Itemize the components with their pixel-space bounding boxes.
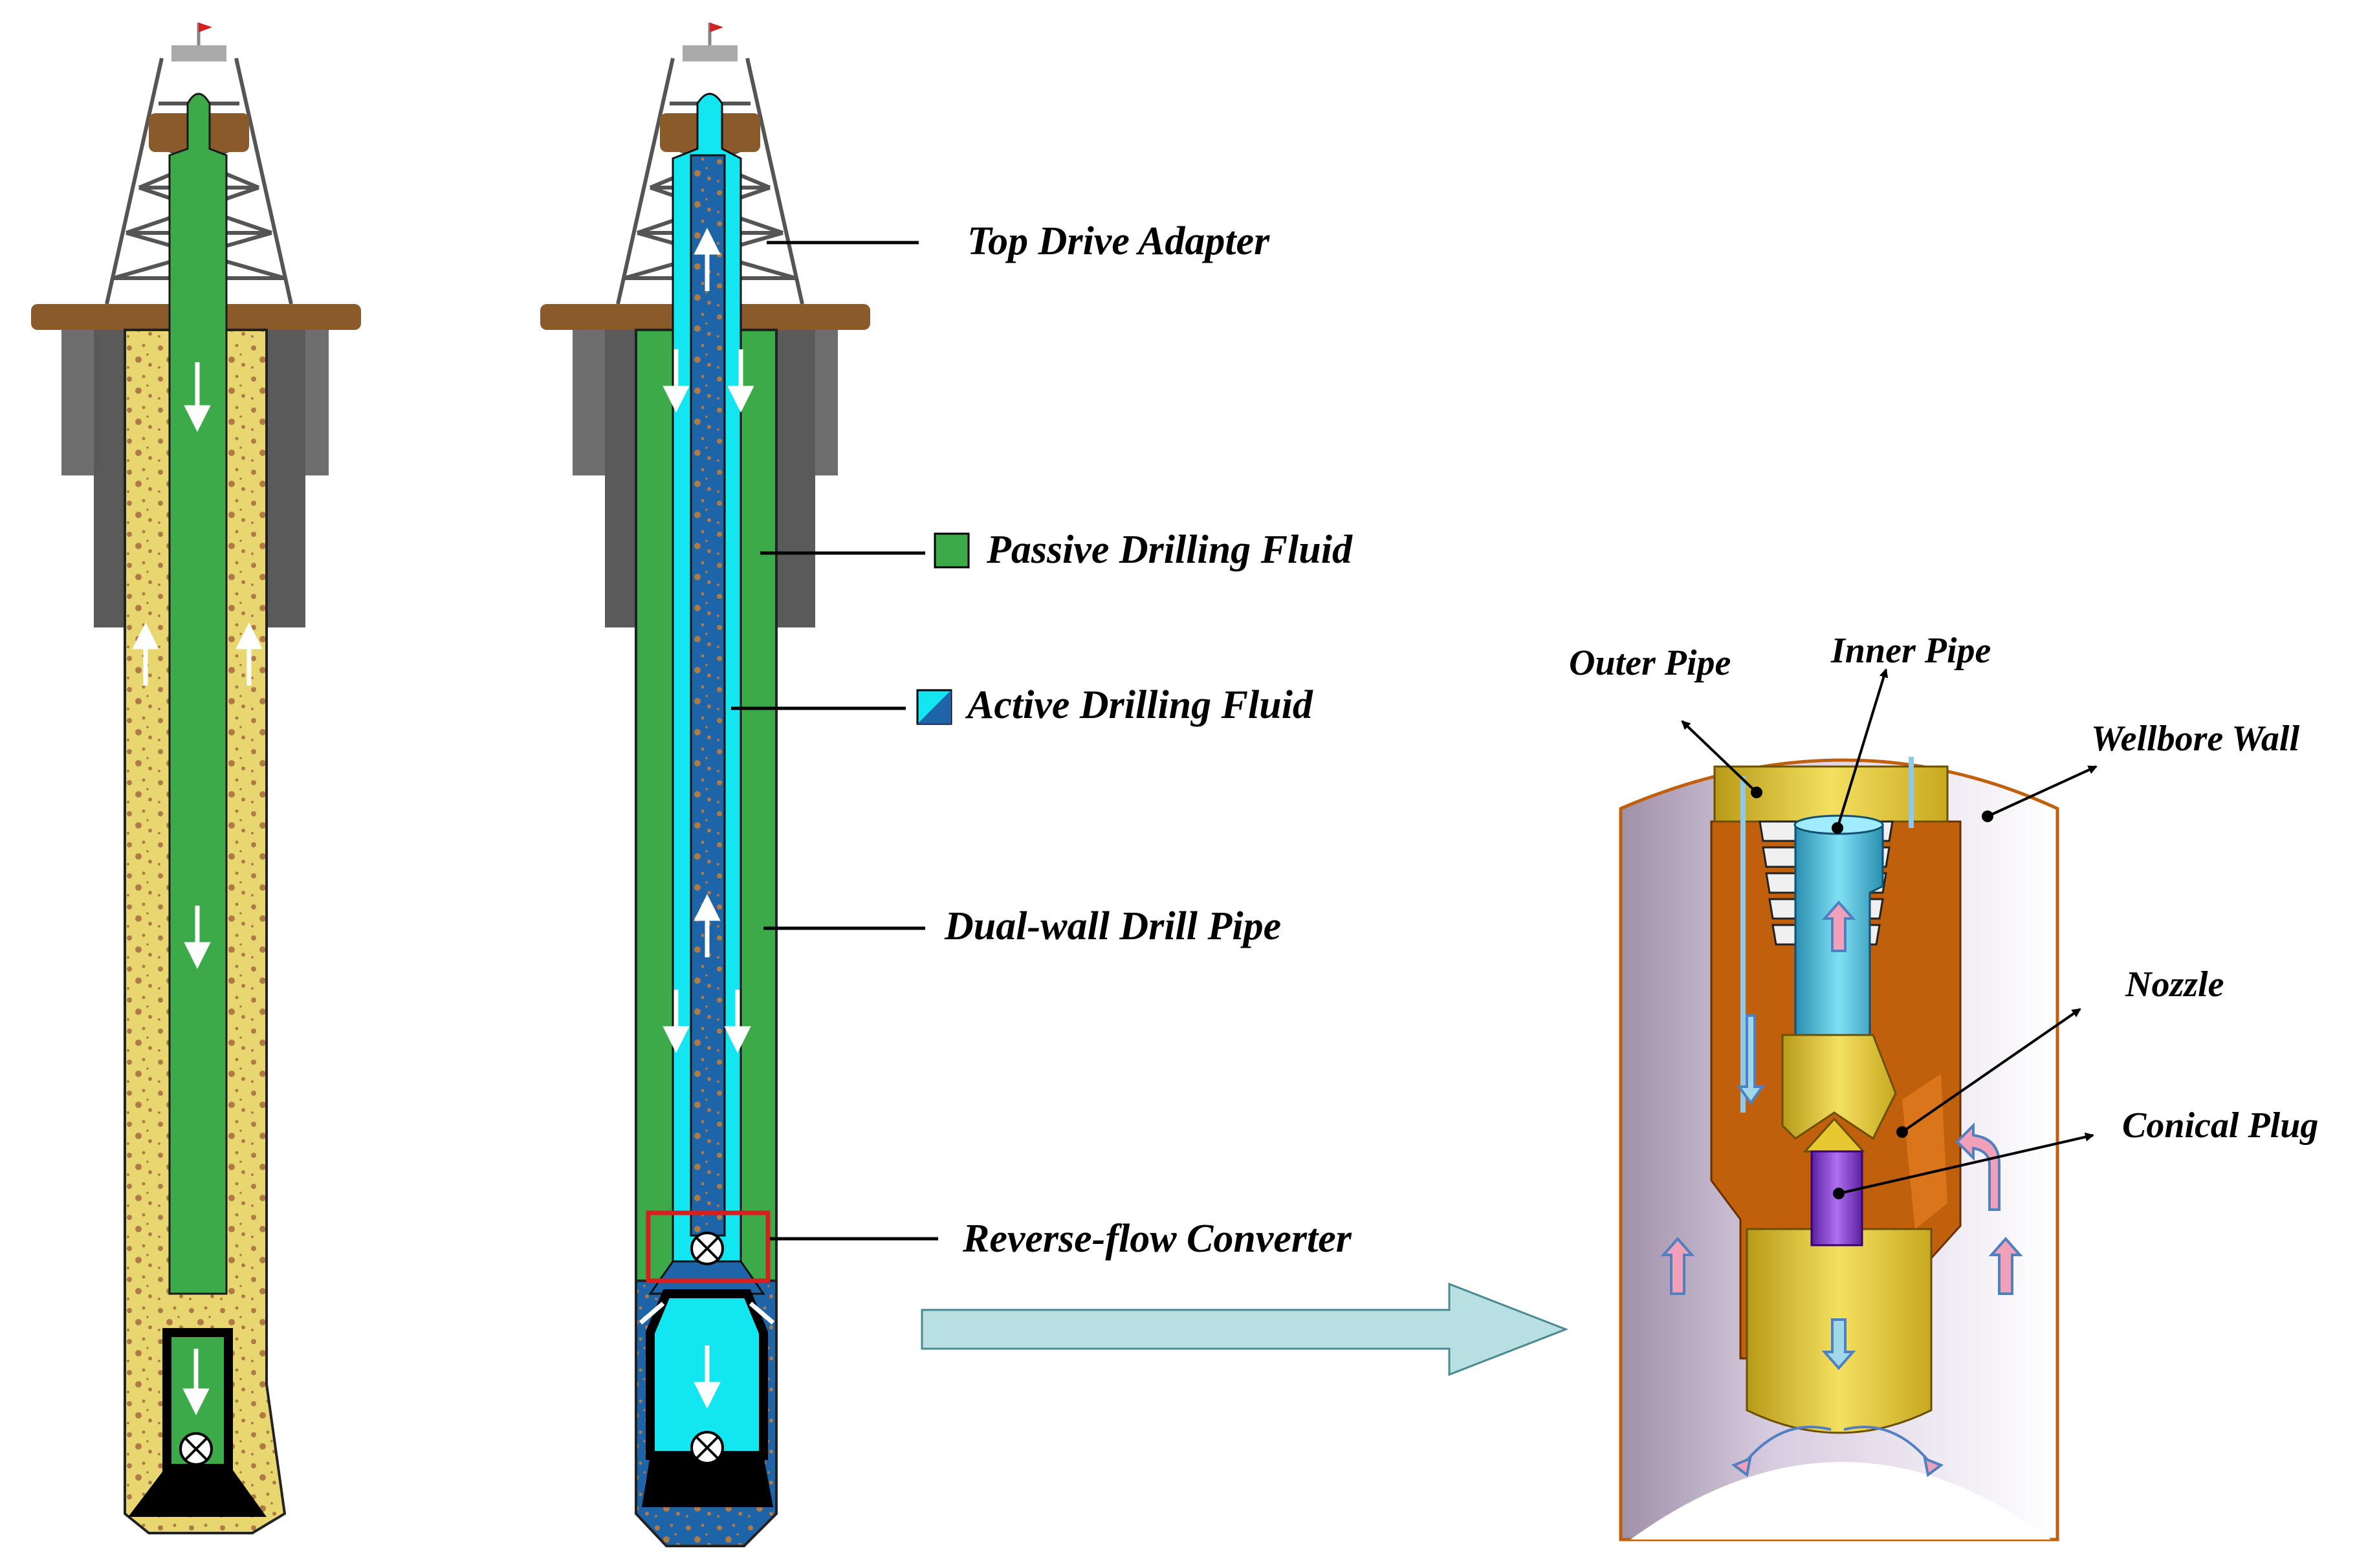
middle-casing-inner-left: [605, 330, 637, 627]
middle-well-diagram: [540, 23, 870, 1547]
middle-casing-inner-right: [776, 330, 815, 627]
right-flow-tube: [1909, 757, 1914, 828]
middle-flow-arrows: [639, 228, 775, 1409]
left-flow-tube: [1740, 776, 1746, 1113]
left-casing-outer-left: [61, 330, 97, 475]
cutaway-flow-arrows: [1660, 900, 2023, 1477]
active-fluid-swatch-dark: [917, 690, 951, 724]
middle-crown-block: [683, 45, 738, 61]
left-casing-inner-left: [94, 330, 126, 627]
converter-cutaway: Outer Pipe Inner Pipe Wellbore Wall Nozz…: [1569, 631, 2318, 1541]
label-passive-drilling-fluid: Passive Drilling Fluid: [986, 528, 1353, 572]
left-crown-block: [171, 45, 226, 61]
left-drill-bit: [128, 1468, 267, 1517]
label-inner-pipe: Inner Pipe: [1830, 631, 1991, 671]
left-casing-outer-right: [303, 330, 329, 475]
middle-casing-outer-right: [812, 330, 838, 475]
cutaway-leaders: [1681, 668, 2098, 1199]
left-flag-icon: [199, 23, 212, 32]
left-drill-pipe: [168, 93, 228, 1295]
label-nozzle: Nozzle: [2125, 964, 2224, 1005]
left-casing-inner-right: [267, 330, 305, 627]
passive-fluid-swatch: [934, 532, 970, 569]
middle-casing-outer-left: [573, 330, 608, 475]
wellbore-bottom: [1630, 1462, 2051, 1540]
outer-pipe-top-ring: [1713, 765, 1949, 823]
middle-annotations: Top Drive Adapter Passive Drilling Fluid…: [731, 219, 1353, 1261]
label-reverse-flow-converter: Reverse-flow Converter: [962, 1217, 1352, 1261]
label-outer-pipe: Outer Pipe: [1569, 643, 1731, 683]
label-top-drive-adapter: Top Drive Adapter: [967, 219, 1270, 263]
left-well-diagram: [31, 23, 361, 1534]
zoom-arrow: [921, 1282, 1569, 1377]
label-conical-plug: Conical Plug: [2122, 1105, 2318, 1146]
middle-dual-wall-inner: [690, 154, 726, 1237]
middle-flag-icon: [710, 23, 723, 32]
middle-drill-bit: [642, 1455, 773, 1507]
nozzle-body: [1781, 1034, 1897, 1140]
side-nozzle-channel: [1902, 1074, 1947, 1229]
label-dual-wall-drill-pipe: Dual-wall Drill Pipe: [944, 904, 1281, 948]
label-active-drilling-fluid: Active Drilling Fluid: [965, 683, 1313, 727]
left-flow-arrows: [132, 362, 263, 1415]
reverse-flow-converter-highlight: [646, 1210, 771, 1283]
label-wellbore-wall: Wellbore Wall: [2091, 719, 2299, 759]
